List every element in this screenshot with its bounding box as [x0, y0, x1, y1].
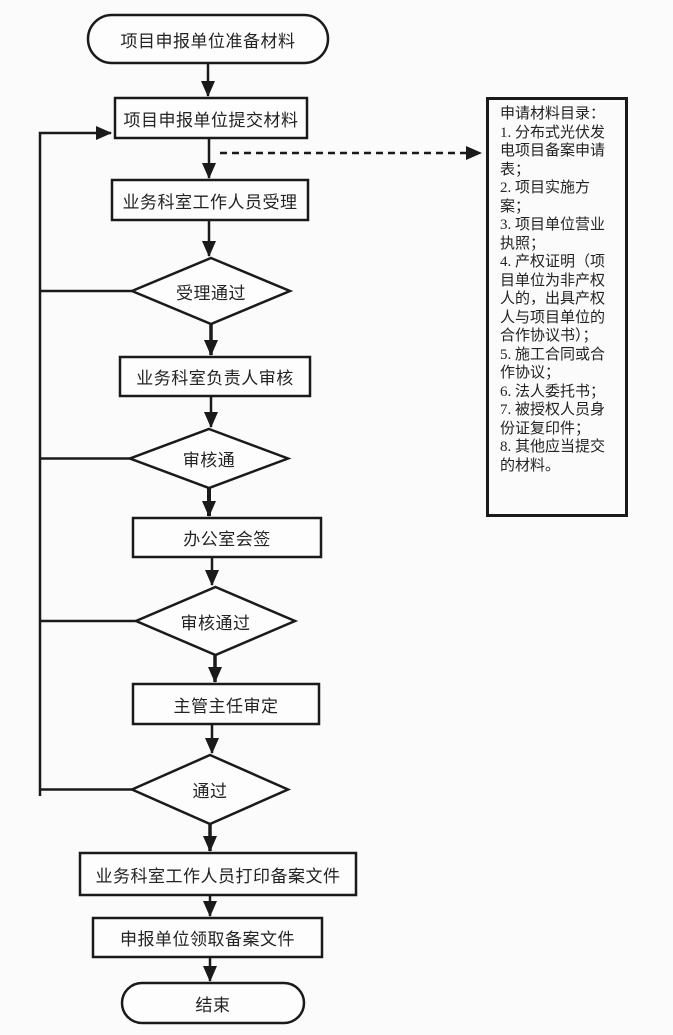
decision3-diamond-shape — [132, 585, 299, 657]
application-materials-note: 申请材料目录： 1. 分布式光伏发电项目备案申请表； 2. 项目实施方案； 3.… — [486, 97, 628, 517]
note-item-7: 7. 被授权人员身份证复印件； — [500, 402, 606, 437]
review-process-shape — [118, 355, 312, 398]
note-item-1: 1. 分布式光伏发电项目备案申请表； — [500, 124, 606, 178]
end-terminator-shape — [120, 981, 306, 1025]
note-item-6: 6. 法人委托书； — [500, 383, 606, 400]
decision4-diamond-shape — [128, 753, 292, 826]
collect-process-shape — [91, 916, 324, 959]
director-process-shape — [131, 682, 321, 726]
print-process-shape — [78, 851, 358, 897]
note-title: 申请材料目录： — [500, 106, 606, 122]
accept-process-shape — [110, 178, 310, 222]
decision2-diamond-shape — [126, 427, 292, 490]
countersign-process-shape — [131, 516, 323, 559]
note-item-4: 4. 产权证明（项目单位为非产权人的，出具产权人与项目单位的合作协议书）； — [500, 254, 606, 344]
note-item-8: 8. 其他应当提交的材料。 — [500, 439, 606, 474]
feedback-return-arrow — [38, 126, 112, 796]
decision1-diamond-shape — [128, 256, 294, 326]
submit-process-shape — [113, 96, 309, 140]
note-item-5: 5. 施工合同或合作协议； — [500, 346, 606, 382]
start-terminator-shape — [86, 13, 330, 65]
note-item-2: 2. 项目实施方案； — [500, 180, 591, 215]
note-item-3: 3. 项目单位营业执照； — [500, 217, 606, 252]
